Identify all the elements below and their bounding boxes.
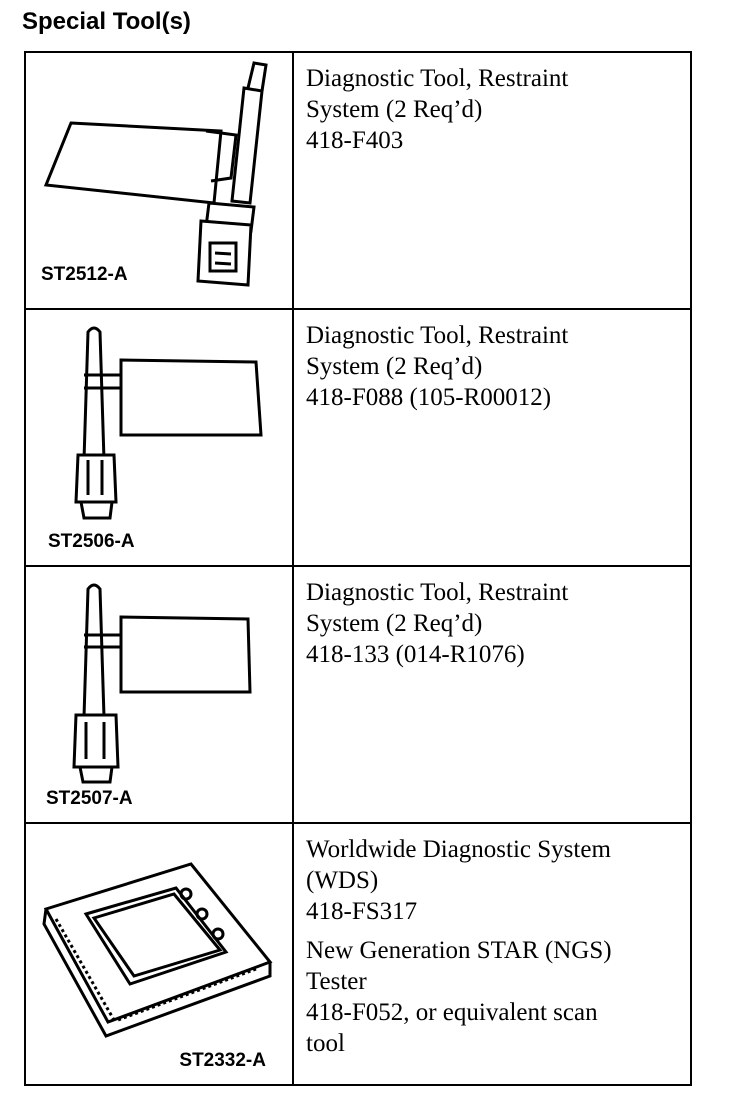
tool-description-cell: Diagnostic Tool, Restraint System (2 Req… xyxy=(292,51,692,310)
tool-description: Diagnostic Tool, Restraint System (2 Req… xyxy=(306,577,680,670)
table-row: ST2506-A Diagnostic Tool, Restraint Syst… xyxy=(24,308,692,567)
tool-description-cell: Diagnostic Tool, Restraint System (2 Req… xyxy=(292,308,692,567)
tool-description-cell: Worldwide Diagnostic System (WDS) 418-FS… xyxy=(292,822,692,1086)
tool-illustration-cell: ST2506-A xyxy=(24,308,294,567)
description-line: Worldwide Diagnostic System xyxy=(306,836,611,863)
tool-description-alternate: New Generation STAR (NGS) Tester 418-F05… xyxy=(306,935,680,1059)
part-number: 418-F403 xyxy=(306,127,404,154)
tool-description: Diagnostic Tool, Restraint System (2 Req… xyxy=(306,320,680,413)
restraint-diagnostic-tool-illustration xyxy=(43,61,268,287)
description-line: Tester xyxy=(306,968,367,995)
table-row: ST2512-A Diagnostic Tool, Restraint Syst… xyxy=(24,51,692,310)
description-line: (WDS) xyxy=(306,867,379,894)
special-tools-table: ST2512-A Diagnostic Tool, Restraint Syst… xyxy=(24,51,692,1086)
description-line: New Generation STAR (NGS) xyxy=(306,937,612,964)
table-row: ST2507-A Diagnostic Tool, Restraint Syst… xyxy=(24,565,692,824)
part-number: 418-FS317 xyxy=(306,898,418,925)
description-line: System (2 Req’d) xyxy=(306,353,483,380)
tool-description-cell: Diagnostic Tool, Restraint System (2 Req… xyxy=(292,565,692,824)
description-line: Diagnostic Tool, Restraint xyxy=(306,322,569,349)
description-line: Diagnostic Tool, Restraint xyxy=(306,579,569,606)
table-row: ST2332-A Worldwide Diagnostic System (WD… xyxy=(24,822,692,1086)
description-line: System (2 Req’d) xyxy=(306,610,483,637)
part-number: 418-133 (014-R1076) xyxy=(306,641,525,668)
tool-illustration-cell: ST2332-A xyxy=(24,822,294,1086)
description-line: System (2 Req’d) xyxy=(306,96,483,123)
figure-label: ST2332-A xyxy=(179,1050,266,1071)
figure-label: ST2512-A xyxy=(41,264,128,285)
scan-tool-illustration xyxy=(42,862,273,1038)
figure-label: ST2507-A xyxy=(46,788,133,809)
description-line: tool xyxy=(306,1030,345,1057)
part-number: 418-F052, or equivalent scan xyxy=(306,999,598,1026)
tool-illustration-cell: ST2512-A xyxy=(24,51,294,310)
section-heading: Special Tool(s) xyxy=(22,8,191,35)
figure-label: ST2506-A xyxy=(48,531,135,552)
description-line: Diagnostic Tool, Restraint xyxy=(306,65,569,92)
tool-illustration-cell: ST2507-A xyxy=(24,565,294,824)
tool-description: Worldwide Diagnostic System (WDS) 418-FS… xyxy=(306,834,680,927)
tool-description: Diagnostic Tool, Restraint System (2 Req… xyxy=(306,63,680,156)
restraint-diagnostic-tool-illustration xyxy=(74,326,263,520)
part-number: 418-F088 (105-R00012) xyxy=(306,384,552,411)
restraint-diagnostic-tool-illustration xyxy=(72,583,252,784)
